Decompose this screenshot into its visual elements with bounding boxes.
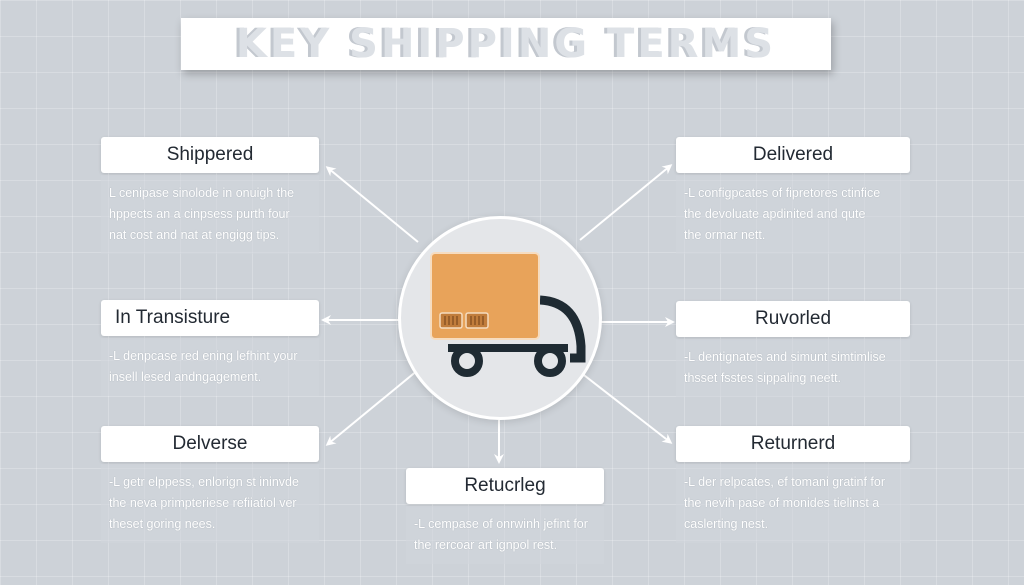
term-label: Ruvorled <box>676 301 910 337</box>
term-card-delverse: Delverse -L getr elppess, enlorign st in… <box>101 426 319 543</box>
page-title: KEY SHIPPING TERMS <box>235 21 777 67</box>
term-description: L cenipase sinolode in onuigh the hppect… <box>101 175 319 254</box>
term-label: Delivered <box>676 137 910 173</box>
term-description: -L cempase of onrwinh jefint for the rer… <box>406 506 604 564</box>
term-card-returnerd: Returnerd -L der relpcates, ef tomani gr… <box>676 426 910 543</box>
term-label: In Transisture <box>101 300 319 336</box>
delivery-truck-icon <box>430 252 586 377</box>
term-label: Delverse <box>101 426 319 462</box>
term-label: Retucrleg <box>406 468 604 504</box>
central-hub <box>398 216 602 420</box>
term-description: -L getr elppess, enlorign st ininvde the… <box>101 464 319 543</box>
term-label: Shippered <box>101 137 319 173</box>
term-card-retucrleg: Retucrleg -L cempase of onrwinh jefint f… <box>406 468 604 564</box>
term-card-shippered: Shippered L cenipase sinolode in onuigh … <box>101 137 319 254</box>
term-card-delivered: Delivered -L configpcates of fipretores … <box>676 137 910 254</box>
title-banner: KEY SHIPPING TERMS <box>181 18 831 70</box>
term-label: Returnerd <box>676 426 910 462</box>
term-description: -L der relpcates, ef tomani gratinf for … <box>676 464 910 543</box>
term-description: -L denpcase red ening lefhint your insel… <box>101 338 319 396</box>
term-description: -L dentignates and simunt simtimlise ths… <box>676 339 910 397</box>
term-card-in-transisture: In Transisture -L denpcase red ening lef… <box>101 300 319 396</box>
term-card-ruvorled: Ruvorled -L dentignates and simunt simti… <box>676 301 910 397</box>
term-description: -L configpcates of fipretores ctinfice t… <box>676 175 910 254</box>
